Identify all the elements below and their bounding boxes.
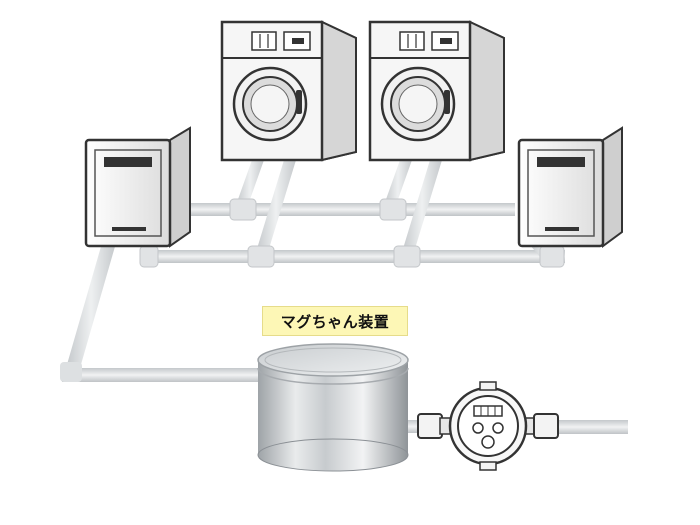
joint [139, 245, 159, 268]
pipe-m1-b [256, 160, 296, 252]
pipe-network [60, 160, 628, 434]
pipe-m2-a [384, 160, 412, 205]
pipe-left-heater-drop [66, 243, 116, 368]
pipe-meter-outlet [548, 420, 628, 434]
pipe-lower-horizontal [145, 250, 565, 263]
device-label: マグちゃん装置 [262, 306, 408, 336]
pipe-m1-a [236, 160, 264, 205]
water-heater-right [517, 126, 623, 248]
joint [393, 245, 421, 268]
magnetic-device-tank [257, 343, 409, 472]
water-heater-left [84, 126, 191, 248]
washing-machine-1 [220, 20, 357, 162]
pipe-m2-b [402, 160, 442, 252]
washing-machine-2 [368, 20, 505, 162]
joint [229, 198, 257, 221]
joint [379, 198, 407, 221]
pipe-elbow-left [60, 362, 82, 382]
joint [247, 245, 275, 268]
water-meter [417, 381, 559, 471]
pipe-upper-horizontal [185, 203, 515, 216]
joint [539, 245, 565, 268]
pipe-tank-inlet [62, 368, 260, 382]
